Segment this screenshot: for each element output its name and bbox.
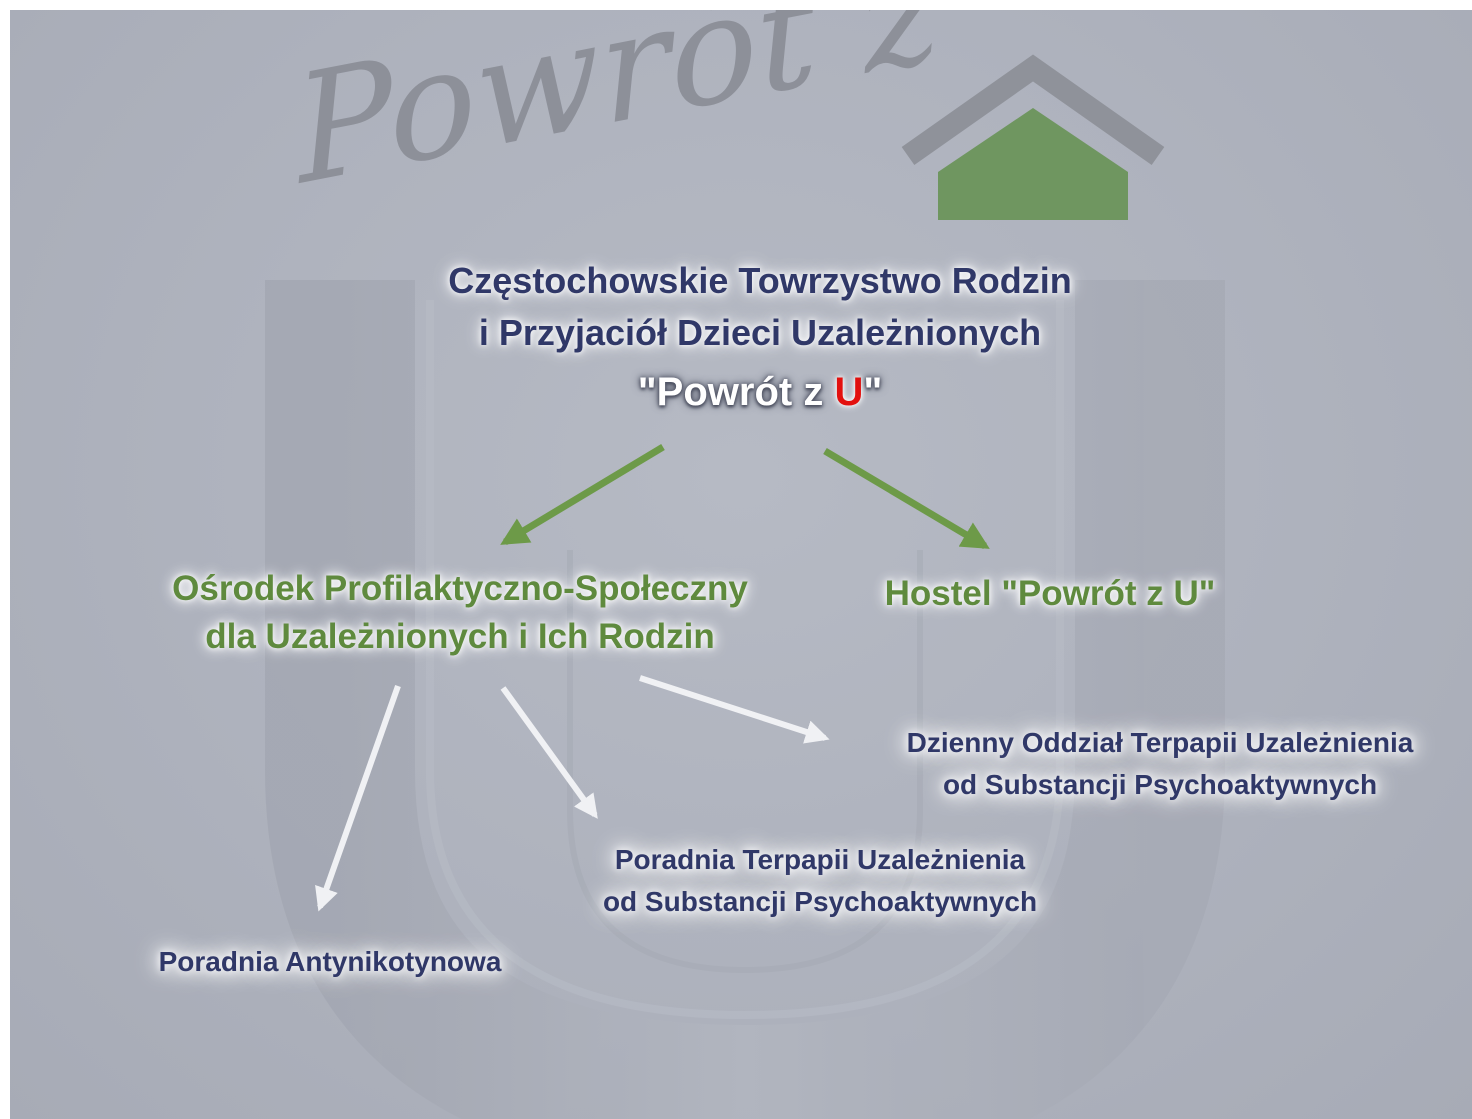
green-arrow-icon <box>500 444 990 550</box>
white-arrow-icon <box>315 675 830 912</box>
brand-close-quote: " <box>863 370 883 414</box>
organization-title-line1: Częstochowskie Towrzystwo Rodzin <box>448 260 1072 301</box>
sub-unit-dzienny-oddzial: Dzienny Oddział Terpapii Uzależnienia od… <box>850 722 1470 806</box>
branch-osrodek: Ośrodek Profilaktyczno-Społeczny dla Uza… <box>110 565 810 661</box>
arrow-to-dzienny <box>639 675 830 744</box>
brand-letter-u: U <box>834 370 864 414</box>
brand-open-quote: " <box>637 370 657 414</box>
organization-brand: "Powrót z U" <box>510 367 1010 417</box>
arrow-to-hostel <box>823 447 990 550</box>
branch-osrodek-line1: Ośrodek Profilaktyczno-Społeczny <box>172 569 748 608</box>
branch-hostel: Hostel "Powrót z U" <box>850 570 1250 618</box>
sub-unit-dzienny-line2: od Substancji Psychoaktywnych <box>942 769 1378 800</box>
arrow-to-poradnia-terapii <box>500 686 598 819</box>
branch-hostel-line1: Hostel "Powrót z U" <box>884 574 1216 613</box>
arrow-to-poradnia-antynikotynowa <box>315 685 401 912</box>
house-icon <box>901 54 1165 220</box>
organization-title: Częstochowskie Towrzystwo Rodzin i Przyj… <box>310 255 1210 359</box>
sub-unit-poradnia-antynikotynowa: Poradnia Antynikotynowa <box>110 941 550 983</box>
background-graphics <box>265 54 1225 1119</box>
letter-u-watermark <box>265 280 1225 1119</box>
sub-unit-antynikotynowa-line1: Poradnia Antynikotynowa <box>158 946 502 977</box>
brand-text: Powrót z <box>656 370 835 414</box>
organization-title-line2: i Przyjaciół Dzieci Uzależnionych <box>478 312 1042 353</box>
branch-osrodek-line2: dla Uzależnionych i Ich Rodzin <box>205 617 715 656</box>
sub-unit-poradnia-line1: Poradnia Terpapii Uzależnienia <box>614 844 1026 875</box>
sub-unit-dzienny-line1: Dzienny Oddział Terpapii Uzależnienia <box>906 727 1414 758</box>
arrow-to-osrodek <box>500 444 665 545</box>
sub-unit-poradnia-line2: od Substancji Psychoaktywnych <box>602 886 1038 917</box>
sub-unit-poradnia-terapii: Poradnia Terpapii Uzależnienia od Substa… <box>540 839 1100 923</box>
diagram-panel: Powrót z Częstochowskie Towrzystwo Rodzi… <box>10 10 1472 1119</box>
